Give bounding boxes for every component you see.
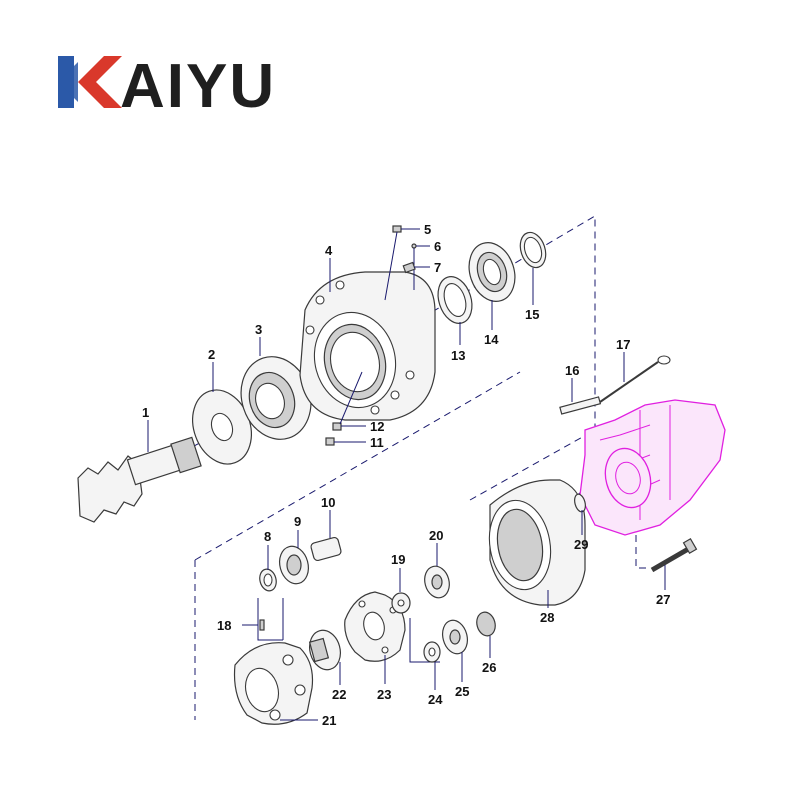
callout-23: 23 xyxy=(377,687,391,702)
logo-wordmark: AIYU xyxy=(120,52,276,121)
callout-29: 29 xyxy=(574,537,588,552)
part-25-gear xyxy=(442,619,468,682)
callout-22: 22 xyxy=(332,687,346,702)
callout-18: 18 xyxy=(217,618,231,633)
callout-2: 2 xyxy=(208,347,215,362)
callout-11: 11 xyxy=(370,435,384,450)
part-21-planet-carrier xyxy=(233,642,318,725)
callout-19: 19 xyxy=(391,552,405,567)
callout-20: 20 xyxy=(429,528,443,543)
callout-15: 15 xyxy=(525,307,539,322)
part-17-rod xyxy=(599,352,671,403)
callout-5: 5 xyxy=(424,222,431,237)
logo-k-blue-wedge xyxy=(58,62,78,102)
part-4-hub-housing xyxy=(299,258,436,421)
callout-1: 1 xyxy=(142,405,149,420)
part-9-planet-gear xyxy=(279,530,309,585)
part-11-12-plugs xyxy=(325,371,366,446)
logo-k-red-arrow xyxy=(78,56,122,108)
callout-24: 24 xyxy=(428,692,443,707)
callout-25: 25 xyxy=(455,684,469,699)
callout-4: 4 xyxy=(325,243,333,258)
part-8-washer xyxy=(259,545,277,592)
callout-21: 21 xyxy=(322,713,336,728)
part-15-snap-ring xyxy=(519,231,547,305)
part-18-pin xyxy=(242,598,284,641)
part-24-washer xyxy=(423,641,441,690)
part-23-carrier-plate xyxy=(344,591,406,684)
callout-labels: 1 2 3 4 5 6 7 8 9 10 11 12 13 14 15 16 1… xyxy=(142,222,670,728)
callout-26: 26 xyxy=(482,660,496,675)
part-14-bearing-cup xyxy=(468,242,516,330)
callout-27: 27 xyxy=(656,592,670,607)
callout-9: 9 xyxy=(294,514,301,529)
part-22-sun-gear xyxy=(308,629,341,685)
brand-logo: AIYU xyxy=(58,52,276,121)
callout-8: 8 xyxy=(264,529,271,544)
callout-12: 12 xyxy=(370,419,384,434)
part-27-bolt xyxy=(650,537,698,590)
part-1-drive-shaft xyxy=(77,420,202,523)
part-2-thrust-washer xyxy=(192,362,252,465)
part-10-needle-bearing xyxy=(310,510,342,562)
part-20-gear xyxy=(424,543,450,599)
callout-10: 10 xyxy=(321,495,335,510)
travel-motor-assembly xyxy=(579,399,726,536)
part-26-small-gear xyxy=(476,611,496,658)
callout-28: 28 xyxy=(540,610,554,625)
part-28-ring-gear xyxy=(488,479,586,608)
callout-17: 17 xyxy=(616,337,630,352)
callout-7: 7 xyxy=(434,260,441,275)
callout-6: 6 xyxy=(434,239,441,254)
part-3-bearing xyxy=(240,337,312,440)
callout-16: 16 xyxy=(565,363,579,378)
part-29-retaining-ring xyxy=(574,493,586,535)
callout-13: 13 xyxy=(451,348,465,363)
part-13-seal-ring xyxy=(437,276,473,345)
part-5-6-7-small-fasteners xyxy=(384,225,430,301)
part-16-pin xyxy=(559,378,602,415)
callout-14: 14 xyxy=(484,332,499,347)
callout-3: 3 xyxy=(255,322,262,337)
